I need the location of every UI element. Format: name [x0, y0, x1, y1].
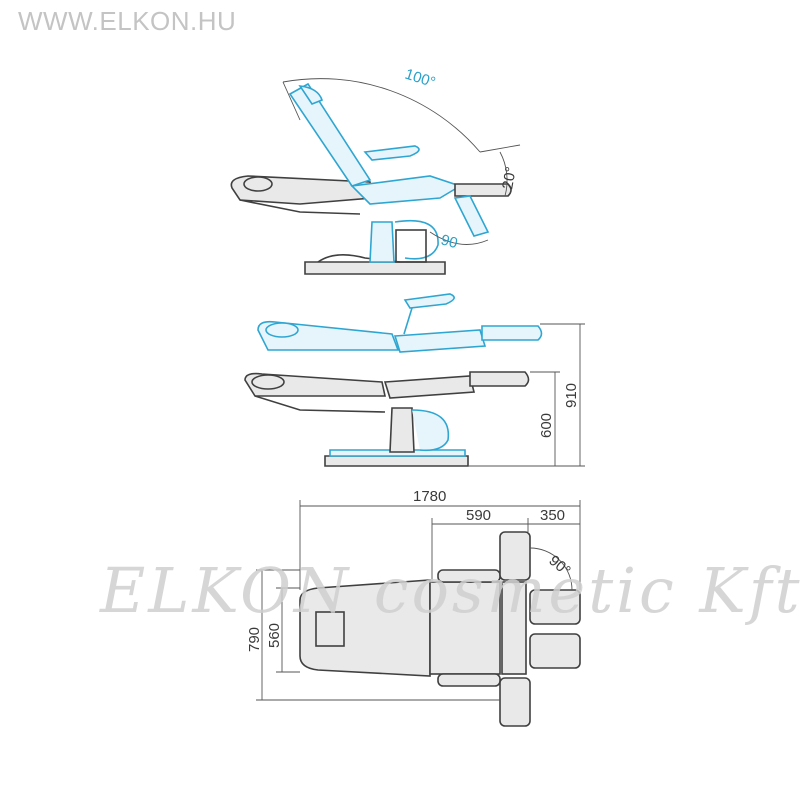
column-box [395, 229, 427, 263]
column-curve [394, 219, 439, 260]
raised-backrest [288, 82, 372, 187]
arc-20 [499, 151, 508, 197]
raised-legrest [481, 325, 543, 341]
angle-leg-drop-label: 90 [439, 231, 460, 252]
low-legrest [469, 371, 530, 387]
top-legrest-lower [529, 633, 581, 669]
top-headrest [315, 611, 345, 647]
base-plate [304, 261, 446, 275]
dim-total-width: 790 [246, 627, 263, 652]
headrest-flat [243, 176, 273, 192]
dim-mid-length: 590 [466, 507, 491, 524]
column-curve-2 [411, 409, 450, 452]
seat-mechanism [350, 175, 462, 205]
dim-max-height: 910 [563, 383, 580, 408]
side-view-height [244, 293, 585, 467]
dim-total-length: 1780 [413, 488, 446, 505]
leg-rest-flat [454, 183, 512, 197]
low-seat [383, 375, 476, 399]
low-underside [254, 395, 386, 413]
column [369, 221, 395, 263]
side-view-reclined [230, 78, 521, 275]
raised-armrest [403, 293, 455, 309]
raised-seat [393, 329, 487, 353]
arc-leg-spread [529, 547, 573, 591]
dim-leg-length: 350 [540, 507, 565, 524]
arc-100-end [479, 144, 521, 153]
angle-backrest-label: 100° [403, 66, 438, 92]
top-view [256, 500, 581, 727]
column-2 [389, 407, 415, 453]
flat-underside [239, 199, 361, 215]
arc-100-start [282, 81, 301, 121]
arc-100 [282, 78, 481, 153]
arc-90 [429, 231, 489, 245]
top-legrest-upper [529, 589, 581, 625]
top-arm-lower [499, 677, 531, 727]
top-armrest-right [437, 673, 501, 687]
raised-headrest [298, 85, 323, 105]
dim-seat-height: 600 [538, 413, 555, 438]
dim-seat-width: 560 [266, 623, 283, 648]
top-arm-upper [499, 531, 531, 581]
base-foot [317, 254, 401, 263]
top-seat [429, 581, 501, 675]
armrest-raised [363, 145, 420, 161]
raised-armrest-post [403, 307, 413, 335]
angle-leg-tilt-label: 20° [499, 165, 520, 190]
top-backrest [299, 579, 431, 677]
site-url: WWW.ELKON.HU [18, 6, 237, 36]
top-seat-front [501, 581, 527, 675]
raised-headrest-flat [265, 322, 299, 338]
leg-rest-dropped [453, 195, 490, 237]
watermark-text: ELKON cosmetic Kft. [99, 554, 800, 627]
low-headrest [251, 374, 285, 390]
base-plate-2 [324, 455, 469, 467]
